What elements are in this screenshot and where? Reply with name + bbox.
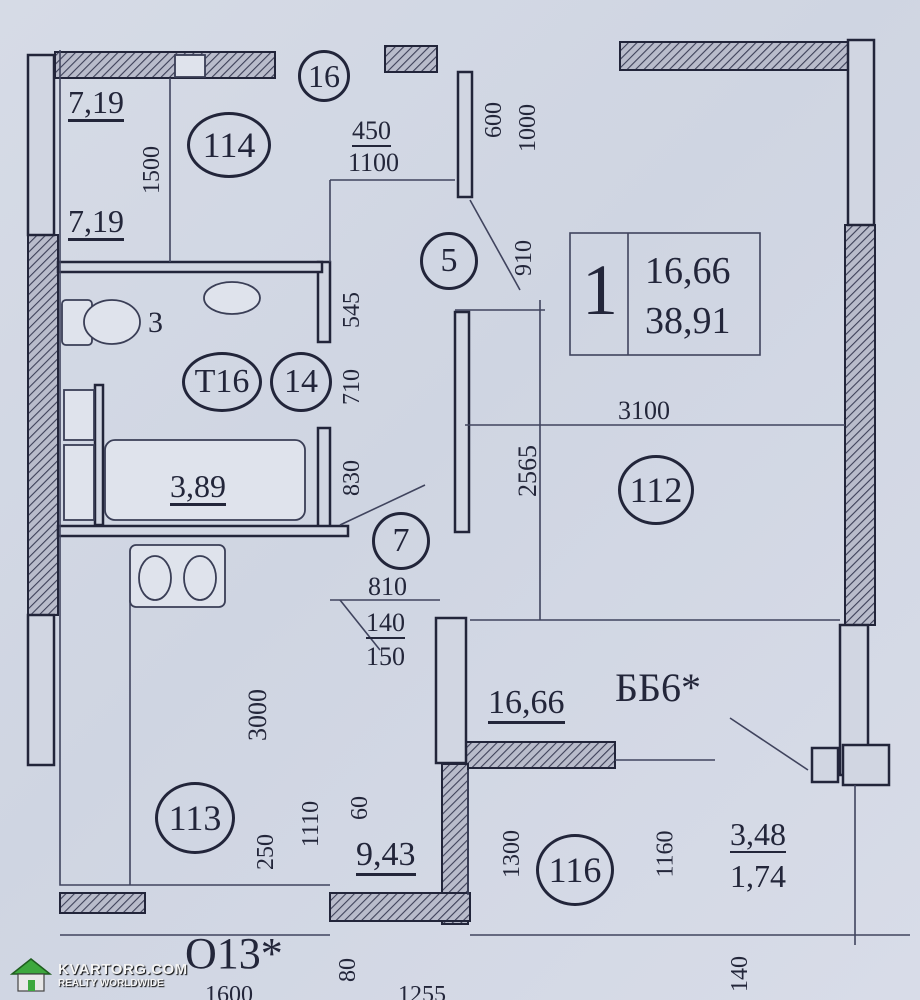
marker-7: 7 [372, 512, 430, 570]
wc-dim: 1500 [139, 146, 165, 194]
watermark: KVARTORG.COM REALTY WORLDWIDE [8, 956, 188, 994]
watermark-tagline: REALTY WORLDWIDE [58, 978, 164, 989]
marker-114: 114 [187, 112, 271, 178]
marker-t16: T16 [182, 352, 262, 412]
bottom-dim-1600: 1600 [205, 982, 253, 1000]
kitchen-length: 3000 [243, 689, 272, 741]
marker-113: 113 [155, 782, 235, 854]
balcony-area-top: 3,48 [730, 816, 786, 853]
door-8-den: 150 [366, 642, 405, 671]
living-area-total: 16,66 [645, 250, 731, 292]
partition-walls [26, 38, 891, 787]
rooms-count: 1 [582, 250, 618, 330]
kitchen-dim-c: 60 [347, 796, 373, 820]
bottom-dim-1255: 1255 [398, 982, 446, 1000]
door-6-dim: 830 [339, 460, 365, 496]
outer-code: О13* [185, 929, 283, 978]
wc-area-top: 7,19 [68, 84, 124, 122]
living-area: 16,66 [488, 686, 565, 724]
door-7-dim: 810 [368, 572, 407, 601]
door-1-num: 450 [352, 116, 391, 147]
load-bearing-walls [27, 41, 876, 925]
marker-112: 112 [618, 455, 694, 525]
balcony-area-bottom: 1,74 [730, 858, 786, 894]
living-width: 3100 [618, 396, 670, 425]
kitchen-dim-b: 250 [253, 834, 279, 870]
door-3-dim: 910 [511, 240, 537, 276]
marker-116: 116 [536, 834, 614, 906]
watermark-brand: KVARTORG.COM [58, 961, 188, 978]
marker-14: 14 [270, 352, 332, 412]
wc-number: 3 [148, 306, 163, 339]
bottom-dim-80: 80 [335, 958, 361, 982]
balcony-dim-b: 1160 [652, 830, 679, 878]
door-8-num: 140 [366, 608, 405, 639]
door-4-dim: 545 [339, 292, 365, 328]
marker-16: 16 [298, 50, 350, 102]
kitchen-area: 9,43 [356, 838, 416, 876]
wc-area-bottom: 7,19 [68, 203, 124, 241]
sanitary-fixtures [61, 54, 306, 608]
door-2-num: 600 [481, 102, 507, 138]
bath-area: 3,89 [170, 468, 226, 506]
door-2-den: 1000 [515, 104, 541, 152]
dimension-lines [59, 50, 910, 945]
living-depth: 2565 [513, 445, 542, 497]
total-area: 38,91 [645, 300, 731, 342]
door-1-den: 1100 [348, 148, 400, 177]
bottom-dim-140: 140 [727, 956, 753, 992]
kitchen-dim-a: 1110 [298, 800, 325, 848]
window-code: ББ6* [615, 665, 701, 710]
balcony-dim-a: 1300 [499, 830, 525, 878]
house-logo-icon [9, 958, 53, 992]
marker-5: 5 [420, 232, 478, 290]
door-5-dim: 710 [339, 369, 365, 405]
